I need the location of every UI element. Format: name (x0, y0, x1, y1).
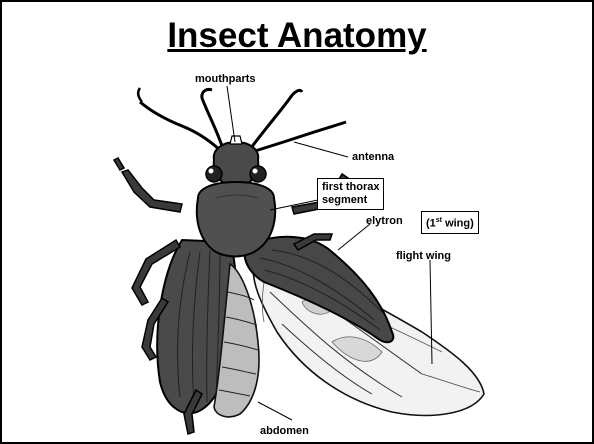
label-elytron: elytron (366, 215, 403, 228)
label-first-thorax-line1: first thorax (322, 181, 379, 194)
pronotum (197, 182, 275, 257)
label-flight-wing: flight wing (396, 250, 451, 263)
label-mouthparts: mouthparts (195, 73, 256, 86)
label-first-thorax-line2: segment (322, 194, 379, 207)
label-first-wing-suffix: wing) (442, 218, 474, 230)
label-antenna: antenna (352, 151, 394, 164)
label-first-wing: (1st wing) (421, 211, 479, 234)
head (206, 136, 266, 188)
label-first-wing-prefix: (1 (426, 218, 436, 230)
label-first-thorax-segment: first thorax segment (317, 178, 384, 210)
label-abdomen: abdomen (260, 425, 309, 438)
